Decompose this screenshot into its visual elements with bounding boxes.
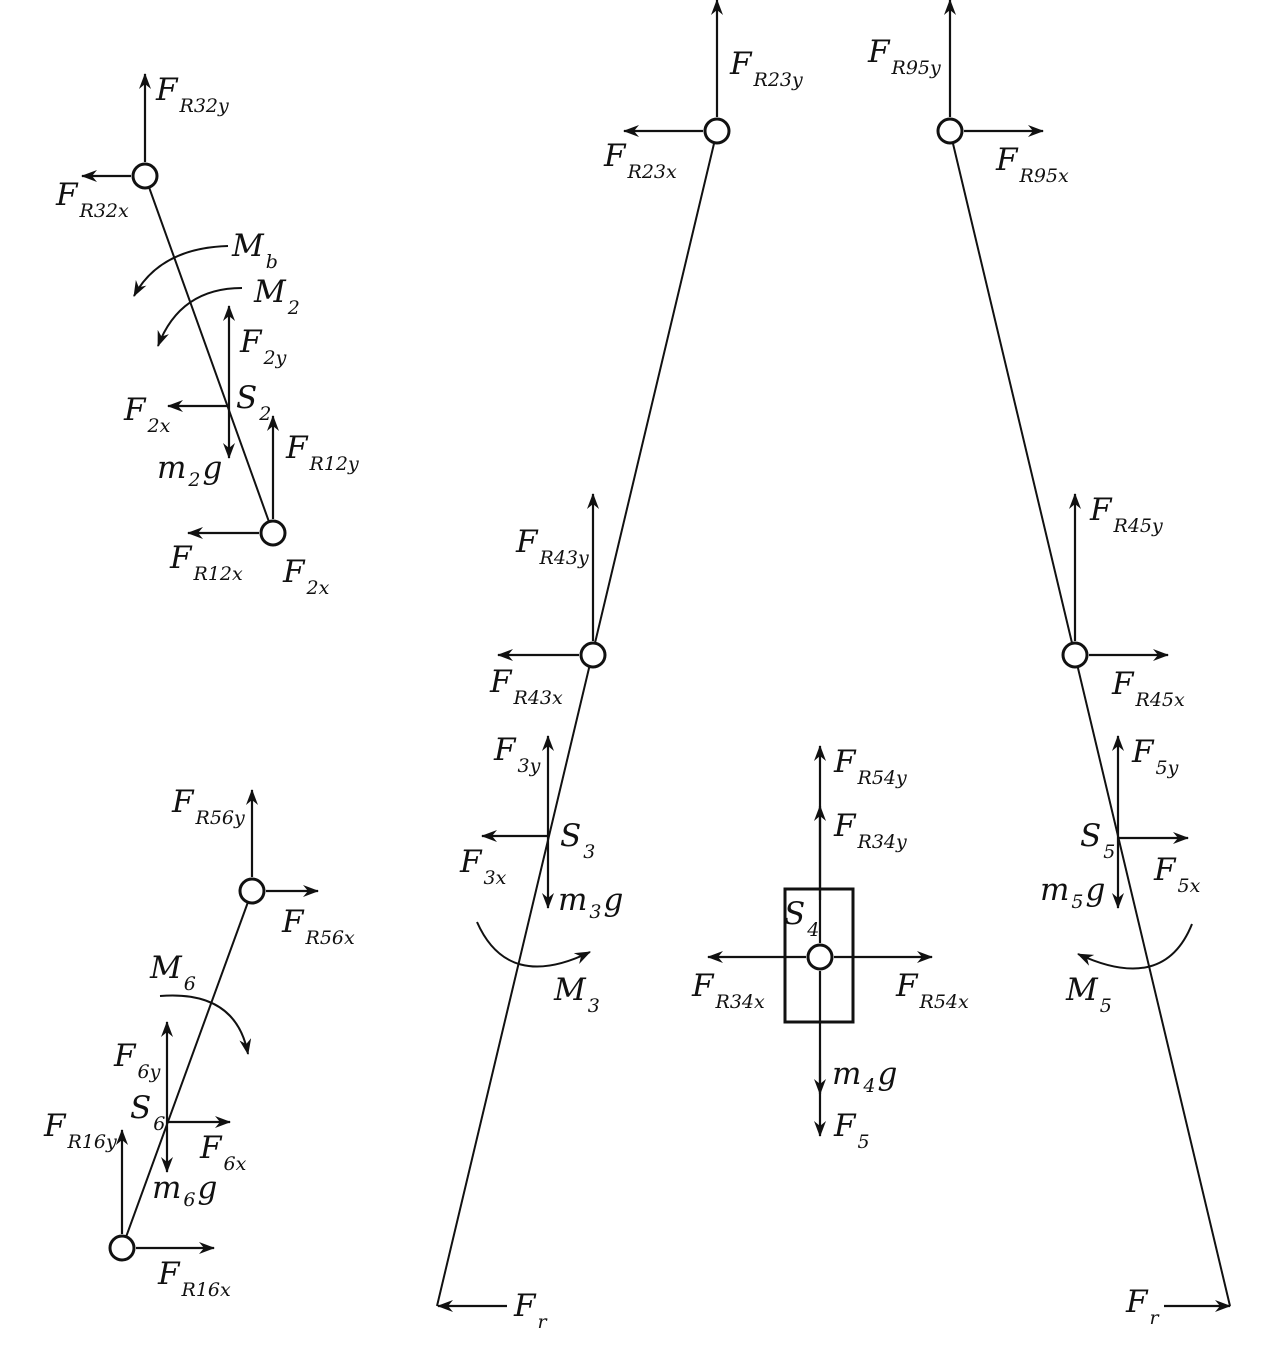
link-5-group [936, 0, 1231, 1312]
moment-m2-arc [157, 287, 243, 347]
joint-r45 [1061, 641, 1089, 669]
link-2-group [81, 73, 287, 547]
moment-m6-arc [159, 994, 252, 1055]
link-2-bar [144, 175, 274, 534]
moment-m5-arc [1077, 923, 1193, 970]
joint-r56 [238, 877, 266, 905]
link-3-bar [436, 130, 718, 1307]
joint-r32 [131, 162, 159, 190]
joint-r16 [108, 1234, 136, 1262]
link-6-bar [121, 890, 253, 1249]
moment-mb-arc [133, 245, 229, 297]
joint-r12 [259, 519, 287, 547]
slider-4-group [707, 745, 933, 1137]
moment-m3-arc [476, 921, 591, 968]
link-6-group [108, 789, 319, 1262]
link-5-bar [949, 130, 1231, 1307]
joint-s4 [806, 943, 834, 971]
joint-r23 [703, 117, 731, 145]
joint-r95 [936, 117, 964, 145]
joint-r43 [579, 641, 607, 669]
link-3-group [436, 0, 731, 1312]
